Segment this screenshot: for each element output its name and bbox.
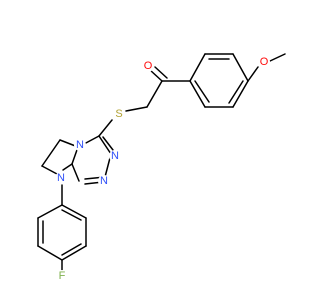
bond bbox=[41, 139, 61, 167]
bond bbox=[98, 135, 112, 155]
atom-label-oxygen-methoxy: O bbox=[260, 56, 269, 68]
atom-label-nitrogen-imidazoline: N bbox=[57, 172, 65, 184]
bond bbox=[125, 106, 148, 112]
bond bbox=[247, 66, 259, 82]
atom-label-fluorine: F bbox=[59, 270, 66, 282]
bond bbox=[189, 53, 206, 82]
atom-oxygen-ketone: O bbox=[142, 60, 154, 72]
atom-oxygen-methoxy: O bbox=[258, 56, 270, 68]
bond bbox=[61, 243, 82, 256]
bond bbox=[149, 69, 163, 82]
atom-label-nitrogen-triazole-bottom: N bbox=[100, 175, 108, 187]
atom-label-nitrogen-triazole-right: N bbox=[111, 150, 119, 162]
bond bbox=[41, 165, 58, 175]
atom-nitrogen-triazole-right: N bbox=[109, 150, 121, 162]
atom-label-layer: O O S N N N N F bbox=[55, 56, 270, 282]
molecule-diagram: O O S N N N N F bbox=[37, 53, 286, 282]
bond bbox=[194, 80, 210, 103]
atom-nitrogen-triazole-bottom: N bbox=[98, 175, 110, 187]
bond bbox=[146, 80, 163, 108]
bond bbox=[189, 80, 206, 108]
bond bbox=[232, 80, 249, 108]
bond bbox=[61, 209, 82, 221]
bond bbox=[83, 135, 100, 145]
bond bbox=[232, 53, 249, 82]
atom-fluorine: F bbox=[56, 270, 68, 282]
bond bbox=[61, 204, 87, 219]
atom-label-nitrogen-bridge: N bbox=[76, 139, 84, 151]
bond bbox=[37, 245, 63, 261]
atom-sulfur: S bbox=[113, 108, 125, 120]
atom-label-sulfur: S bbox=[115, 108, 122, 120]
bond-layer bbox=[37, 53, 286, 273]
atom-label-oxygen-ketone: O bbox=[144, 60, 153, 72]
bond bbox=[61, 245, 87, 261]
bond bbox=[154, 66, 168, 79]
bond bbox=[269, 53, 286, 62]
atom-nitrogen-bridge: N bbox=[74, 139, 86, 151]
atom-nitrogen-imidazoline: N bbox=[55, 172, 67, 184]
bond bbox=[98, 119, 113, 137]
bond bbox=[102, 136, 114, 151]
bond bbox=[71, 163, 80, 182]
bond bbox=[37, 204, 63, 219]
bond bbox=[62, 163, 73, 171]
bond bbox=[228, 80, 244, 104]
